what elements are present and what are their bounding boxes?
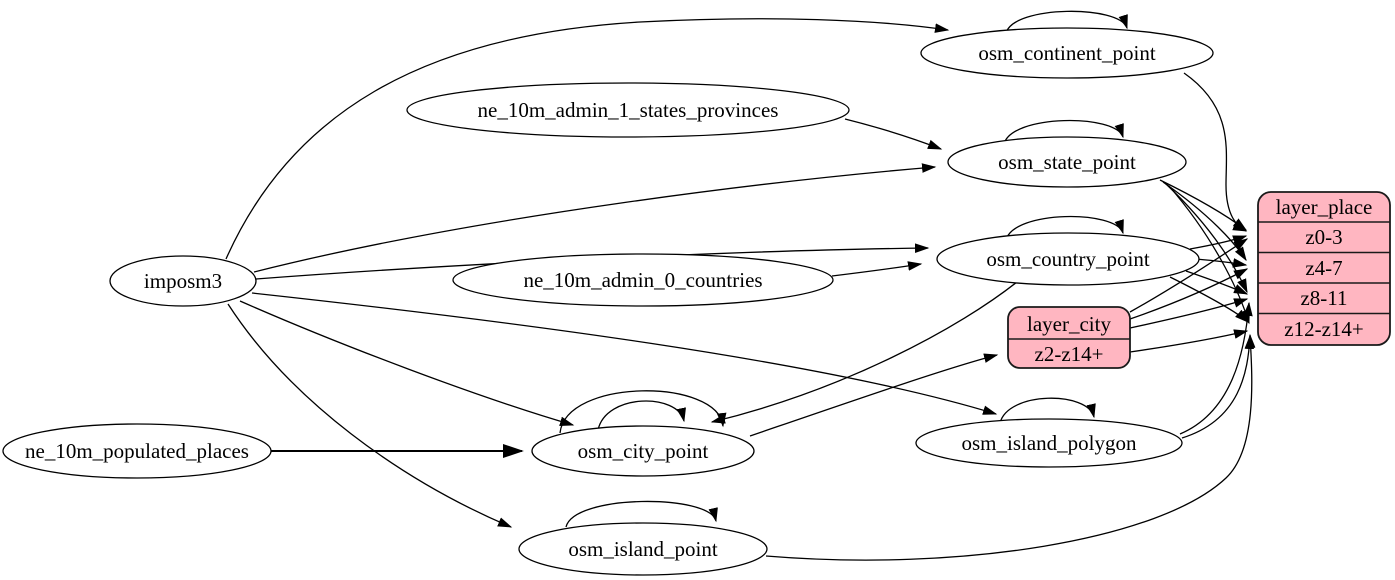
edges-group [225,10,1256,561]
node-osm-continent-point: osm_continent_point [920,27,1214,79]
ne-admin1-label: ne_10m_admin_1_states_provinces [478,98,779,122]
edge-osm-continent-point-to-layer-place-z0-3 [1183,72,1248,232]
osm-island-point-ellipse [518,522,768,576]
osm-continent-ellipse [920,27,1214,79]
ne-admin0-label: ne_10m_admin_0_countries [523,268,762,292]
edge-imposm3-to-osm-state-point [253,163,937,273]
edge-imposm3-to-osm-city-point [239,300,575,426]
edge-osm-island-point-to-layer-place-z12-z14 [765,333,1256,561]
layer-place-row-z0-3: z0-3 [1305,225,1342,249]
edge-osm-island-polygon-to-layer-place-z12-z14 [1181,334,1255,439]
osm-continent-label: osm_continent_point [978,41,1155,65]
layer-place-row-z8-11: z8-11 [1300,286,1347,310]
osm-country-ellipse [936,232,1200,286]
edge-osm-island-polygon-to-layer-place-z8-11 [1179,301,1253,435]
record-layer-place: layer_place z0-3 z4-7 z8-11 z12-z14+ [1257,191,1391,346]
self-loop-osm-city-point-inner [597,400,686,431]
edge-osm-country-point-to-layer-place-z12-z14 [1169,276,1249,323]
self-loop-osm-island-polygon [999,397,1096,424]
edge-layer-city-to-layer-place-z12-z14 [1129,329,1249,353]
self-loop-osm-state-point [1003,119,1124,145]
node-ne-10m-populated-places: ne_10m_populated_places [2,423,272,479]
self-loop-osm-city-point-outer [559,390,727,434]
self-loop-osm-island-point [565,500,718,528]
layer-place-row-z4-7: z4-7 [1305,256,1342,280]
node-osm-island-polygon: osm_island_polygon [915,418,1183,468]
edge-imposm3-to-osm-island-point [227,303,513,528]
layer-place-box [1257,191,1391,346]
edge-osm-country-point-to-osm-city-point [710,277,1023,424]
record-layer-city: layer_city z2-z14+ [1007,306,1131,369]
node-imposm3: imposm3 [109,255,257,307]
osm-island-polygon-label: osm_island_polygon [961,431,1137,455]
node-ne-10m-admin-0-countries: ne_10m_admin_0_countries [452,253,834,307]
edge-osm-country-point-to-layer-place-z0-3 [1189,235,1248,250]
edge-osm-city-point-to-layer-city-z2 [749,353,999,437]
edge-imposm3-to-osm-island-polygon [251,292,998,415]
layer-city-title: layer_city [1027,312,1111,336]
layer-place-title: layer_place [1276,195,1373,219]
ne-admin1-ellipse [406,82,850,138]
osm-island-point-label: osm_island_point [568,537,718,561]
edge-layer-city-to-layer-place-z4-7 [1129,268,1249,320]
node-osm-city-point: osm_city_point [531,425,755,477]
ne-populated-ellipse [2,423,272,479]
node-osm-state-point: osm_state_point [947,136,1187,188]
node-osm-island-point: osm_island_point [518,522,768,576]
node-osm-country-point: osm_country_point [936,232,1200,286]
layer-city-row-z2-z14: z2-z14+ [1035,342,1104,366]
self-loop-osm-continent-point [1005,10,1128,34]
edge-osm-state-point-to-layer-place-z0-3 [1159,179,1248,231]
osm-country-label: osm_country_point [986,247,1149,271]
osm-island-polygon-ellipse [915,418,1183,468]
osm-city-ellipse [531,425,755,477]
node-ne-10m-admin-1-states-provinces: ne_10m_admin_1_states_provinces [406,82,850,138]
edge-imposm3-to-osm-continent-point [225,18,950,260]
ne-populated-label: ne_10m_populated_places [25,439,249,463]
osm-state-ellipse [947,136,1187,188]
edge-osm-country-point-to-layer-place-z4-7 [1195,258,1248,268]
layer-place-row-z12-z14: z12-z14+ [1284,317,1363,341]
edge-layer-city-to-layer-place-z8-11 [1129,298,1249,329]
self-loop-osm-country-point [1005,215,1124,241]
edge-layer-city-to-layer-place-z0-3 [1129,238,1249,313]
edge-ne-10m-admin-1-to-osm-state-point [844,118,943,150]
layer-city-box [1007,306,1131,369]
edge-osm-state-point-to-layer-place-z4-7 [1162,181,1247,262]
osm-state-label: osm_state_point [998,150,1136,174]
imposm3-ellipse [109,255,257,307]
edge-ne-10m-admin-0-to-osm-country-point [831,261,923,277]
imposm3-label: imposm3 [144,269,222,293]
osm-city-label: osm_city_point [578,439,709,463]
ne-admin0-ellipse [452,253,834,307]
